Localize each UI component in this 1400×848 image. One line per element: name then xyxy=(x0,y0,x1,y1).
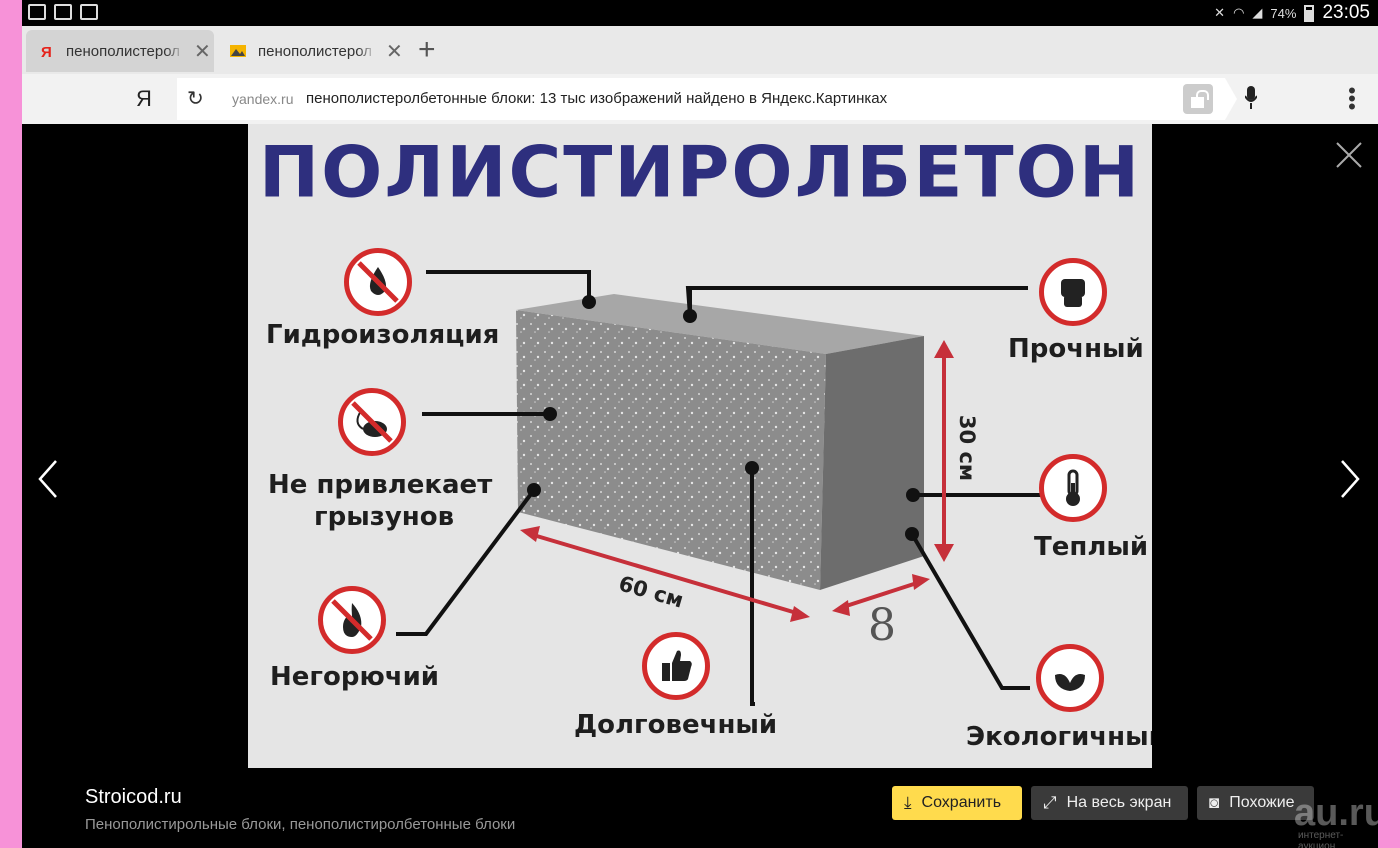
similar-button[interactable]: ◙ Похожие xyxy=(1197,786,1314,820)
block-top-face xyxy=(516,294,924,354)
dimension-width-handwritten: 8 xyxy=(868,600,896,651)
camera-icon: ◙ xyxy=(1209,793,1220,812)
url-domain: yandex.ru xyxy=(232,91,294,107)
tab-strip: Я пенополистерол ✕ пенополистерол ✕ + xyxy=(22,26,1378,74)
prev-arrow-icon[interactable] xyxy=(36,458,60,500)
battery-icon xyxy=(1304,4,1315,22)
microphone-icon[interactable] xyxy=(1245,86,1257,110)
no-water-badge xyxy=(344,248,412,316)
leaf-icon xyxy=(1055,674,1085,691)
download-icon: ⤓ xyxy=(904,793,912,812)
thermometer-icon xyxy=(1066,469,1080,506)
save-label: Сохранить xyxy=(921,794,1002,811)
label-eco: Экологичный xyxy=(966,722,1152,752)
omnibox[interactable]: ↻ yandex.ru пенополистеролбетонные блоки… xyxy=(177,78,1237,120)
clock: 23:05 xyxy=(1322,2,1370,23)
signal-icon: ◢ xyxy=(1252,5,1263,20)
image-title: ПОЛИСТИРОЛБЕТОН xyxy=(258,130,1142,214)
tab-title: пенополистерол xyxy=(66,42,181,60)
close-tab-icon[interactable]: ✕ xyxy=(194,40,211,63)
thumbs-up-icon xyxy=(662,650,692,681)
label-nonflammable: Негорючий xyxy=(270,662,440,692)
thumbs-up-badge xyxy=(642,632,710,700)
thermometer-badge xyxy=(1039,454,1107,522)
similar-label: Похожие xyxy=(1229,794,1295,811)
tab-yandex[interactable]: Я пенополистерол ✕ xyxy=(26,30,214,72)
no-rodents-badge xyxy=(338,388,406,456)
yandex-home-button[interactable]: Я xyxy=(136,86,152,111)
label-waterproof: Гидроизоляция xyxy=(266,320,500,350)
block-illustration xyxy=(396,270,1042,706)
save-button[interactable]: ⤓ Сохранить xyxy=(892,786,1022,820)
protect-icon[interactable] xyxy=(1183,84,1213,114)
mute-icon: ✕ xyxy=(1214,5,1226,20)
menu-icon[interactable]: ••• xyxy=(1348,78,1356,119)
image-viewer: ПОЛИСТИРОЛБЕТОН xyxy=(22,124,1378,848)
next-arrow-icon[interactable] xyxy=(1338,458,1362,500)
block-side-face xyxy=(820,336,924,590)
watermark: au.ru xyxy=(1294,792,1378,834)
label-rodents-line2: грызунов xyxy=(314,502,455,532)
fullscreen-label: На весь экран xyxy=(1066,794,1172,811)
no-water-icon xyxy=(357,261,399,303)
cast-icon xyxy=(28,4,46,20)
fist-badge xyxy=(1039,258,1107,326)
label-rodents-line1: Не привлекает xyxy=(268,470,493,500)
image-icon xyxy=(230,45,246,57)
source-site-link[interactable]: Stroicod.ru xyxy=(85,786,182,808)
no-rodents-icon xyxy=(351,401,393,443)
label-durable: Долговечный xyxy=(574,710,778,740)
watermark-subtitle: интернет-аукцион xyxy=(1298,830,1344,848)
label-strong: Прочный xyxy=(1008,334,1144,364)
dimension-height: 30 см xyxy=(955,414,980,482)
page-title: пенополистеролбетонные блоки: 13 тыс изо… xyxy=(306,90,888,107)
qr-icon xyxy=(54,4,72,20)
address-bar: Я ↻ yandex.ru пенополистеролбетонные бло… xyxy=(22,74,1378,124)
wifi-icon: ◠ xyxy=(1233,5,1245,20)
block-front-face xyxy=(516,310,826,590)
no-fire-icon xyxy=(331,599,373,641)
device-screen: ✕ ◠ ◢ 74% 23:05 Я пенополистерол ✕ пеноп… xyxy=(22,0,1378,848)
tab-title: пенополистерол xyxy=(258,42,373,60)
close-icon[interactable] xyxy=(1334,140,1364,170)
label-warm: Теплый xyxy=(1034,532,1149,562)
yandex-icon: Я xyxy=(41,44,52,59)
gallery-icon xyxy=(80,4,98,20)
main-image[interactable]: ПОЛИСТИРОЛБЕТОН xyxy=(248,124,1152,768)
fist-icon xyxy=(1061,279,1085,307)
expand-icon: ⤢ xyxy=(1043,793,1057,812)
leaf-badge xyxy=(1036,644,1104,712)
image-description: Пенополистирольные блоки, пенополистирол… xyxy=(85,816,516,833)
no-fire-badge xyxy=(318,586,386,654)
battery-percent: 74% xyxy=(1270,5,1297,21)
new-tab-button[interactable]: + xyxy=(418,33,436,66)
close-tab-icon[interactable]: ✕ xyxy=(386,40,403,63)
tab-image[interactable]: пенополистерол ✕ xyxy=(218,30,406,72)
svg-text:Я: Я xyxy=(41,44,52,59)
fullscreen-button[interactable]: ⤢ На весь экран xyxy=(1031,786,1188,820)
status-bar: ✕ ◠ ◢ 74% 23:05 xyxy=(22,0,1378,26)
reload-icon[interactable]: ↻ xyxy=(187,88,204,110)
